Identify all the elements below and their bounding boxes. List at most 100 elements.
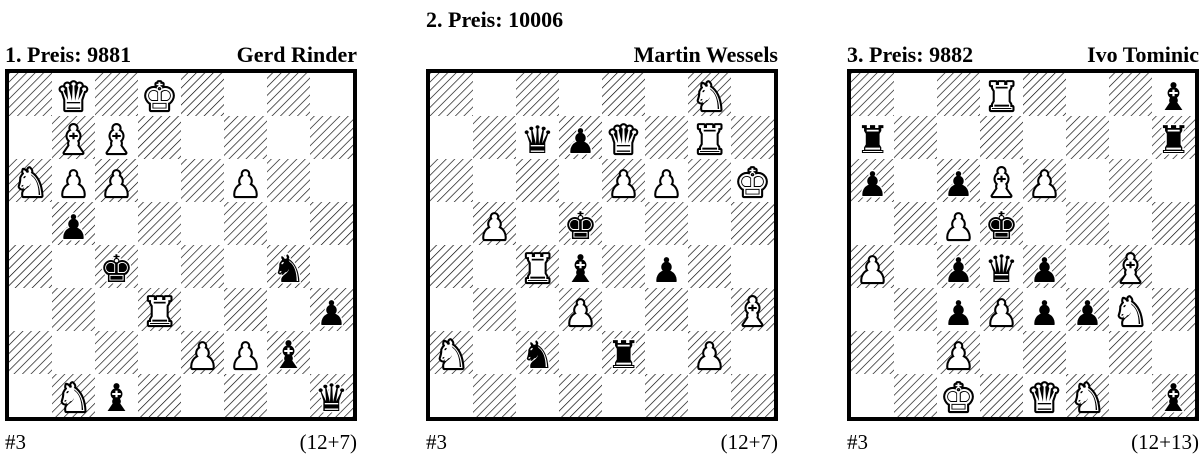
svg-text:♞: ♞: [692, 75, 726, 119]
white-pawn-icon: ♟♟: [565, 294, 595, 334]
square-e5-light: [602, 202, 645, 245]
square-c5-light: [95, 202, 138, 245]
square-a5-light: [430, 202, 473, 245]
square-e8-dark: [181, 73, 224, 116]
svg-text:♚: ♚: [563, 204, 597, 248]
svg-text:♜: ♜: [1156, 118, 1190, 162]
svg-text:♚: ♚: [142, 75, 176, 119]
white-king-icon: ♚♚: [941, 376, 975, 417]
black-knight-icon: ♞♞: [520, 333, 554, 377]
square-c2-dark: [95, 331, 138, 374]
white-bishop-icon: ♝♝: [56, 118, 90, 162]
square-a3-light: [851, 288, 894, 331]
square-a8-dark: [851, 73, 894, 116]
square-e4-dark: [602, 245, 645, 288]
award-label: 2. Preis: 10006: [426, 7, 563, 33]
problem-2: 2. Preis: 10006 Martin Wessels ♞♞♛♛♟♟♛♛♜…: [426, 0, 778, 453]
square-b1-dark: [894, 374, 937, 417]
square-b2-light: [52, 331, 95, 374]
problem-3: 3. Preis: 9882 Ivo Tominic ♜♜♝♝♜♜♜♜♟♟♟♟♝…: [847, 0, 1199, 453]
square-b1-dark: [473, 374, 516, 417]
svg-text:♛: ♛: [1027, 376, 1061, 417]
black-queen-icon: ♛♛: [520, 118, 554, 162]
square-e7-light: [181, 116, 224, 159]
svg-text:♞: ♞: [520, 333, 554, 377]
square-d5-dark: [138, 202, 181, 245]
svg-text:♚: ♚: [984, 204, 1018, 248]
square-e4-dark: [181, 245, 224, 288]
svg-text:♚: ♚: [99, 247, 133, 291]
svg-text:♟: ♟: [316, 294, 346, 334]
square-d7-dark: [138, 116, 181, 159]
black-bishop-icon: ♝♝: [1156, 376, 1190, 417]
square-d1-dark: [138, 374, 181, 417]
black-pawn-icon: ♟♟: [1029, 294, 1059, 334]
white-pawn-icon: ♟♟: [479, 208, 509, 248]
square-g1-light: [688, 374, 731, 417]
black-rook-icon: ♜♜: [606, 333, 640, 377]
svg-text:♜: ♜: [606, 333, 640, 377]
svg-text:♟: ♟: [943, 251, 973, 291]
square-b6-light: [473, 159, 516, 202]
svg-text:♞: ♞: [1113, 290, 1147, 334]
square-d2-light: [559, 331, 602, 374]
square-g5-light: [267, 202, 310, 245]
black-bishop-icon: ♝♝: [563, 247, 597, 291]
piece-count: (12+7): [721, 431, 778, 453]
square-h1-dark: [731, 374, 774, 417]
black-king-icon: ♚♚: [563, 204, 597, 248]
svg-text:♟: ♟: [857, 165, 887, 205]
square-f7-dark: [1066, 116, 1109, 159]
svg-text:♟: ♟: [1029, 165, 1059, 205]
square-e2-dark: [1023, 331, 1066, 374]
square-e1-light: [181, 374, 224, 417]
square-h5-dark: [731, 202, 774, 245]
square-a3-light: [430, 288, 473, 331]
white-pawn-icon: ♟♟: [101, 165, 131, 205]
square-a1-light: [430, 374, 473, 417]
svg-text:♟: ♟: [101, 165, 131, 205]
square-b8-light: [894, 73, 937, 116]
black-pawn-icon: ♟♟: [565, 122, 595, 162]
square-e5-light: [1023, 202, 1066, 245]
svg-text:♟: ♟: [943, 165, 973, 205]
white-king-icon: ♚♚: [735, 161, 769, 205]
square-h7-dark: [310, 116, 353, 159]
svg-text:♛: ♛: [984, 247, 1018, 291]
svg-text:♝: ♝: [1156, 376, 1190, 417]
square-a1-light: [851, 374, 894, 417]
square-h4-light: [310, 245, 353, 288]
svg-text:♟: ♟: [1029, 294, 1059, 334]
svg-text:♟: ♟: [565, 294, 595, 334]
square-f1-dark: [645, 374, 688, 417]
svg-text:♛: ♛: [520, 118, 554, 162]
square-a8-dark: [430, 73, 473, 116]
svg-text:♟: ♟: [651, 251, 681, 291]
square-b3-dark: [473, 288, 516, 331]
svg-text:♟: ♟: [694, 337, 724, 377]
square-d7-dark: [980, 116, 1023, 159]
svg-text:♟: ♟: [857, 251, 887, 291]
svg-text:♟: ♟: [943, 208, 973, 248]
svg-text:♝: ♝: [1113, 247, 1147, 291]
square-b3-dark: [894, 288, 937, 331]
square-a7-light: [430, 116, 473, 159]
board-grid: ♞♞♛♛♟♟♛♛♜♜♟♟♟♟♚♚♟♟♚♚♜♜♝♝♟♟♟♟♝♝♞♞♞♞♜♜♟♟: [430, 73, 774, 417]
black-rook-icon: ♜♜: [1156, 118, 1190, 162]
white-pawn-icon: ♟♟: [986, 294, 1016, 334]
white-pawn-icon: ♟♟: [943, 337, 973, 377]
square-h2-light: [1152, 331, 1195, 374]
svg-text:♜: ♜: [984, 75, 1018, 119]
square-a5-light: [9, 202, 52, 245]
square-d1-dark: [559, 374, 602, 417]
svg-text:♟: ♟: [986, 294, 1016, 334]
white-pawn-icon: ♟♟: [1029, 165, 1059, 205]
white-pawn-icon: ♟♟: [187, 337, 217, 377]
square-f5-dark: [224, 202, 267, 245]
black-rook-icon: ♜♜: [855, 118, 889, 162]
svg-text:♟: ♟: [230, 337, 260, 377]
square-h5-dark: [310, 202, 353, 245]
square-b6-light: [894, 159, 937, 202]
svg-text:♝: ♝: [271, 333, 305, 377]
square-b3-dark: [52, 288, 95, 331]
